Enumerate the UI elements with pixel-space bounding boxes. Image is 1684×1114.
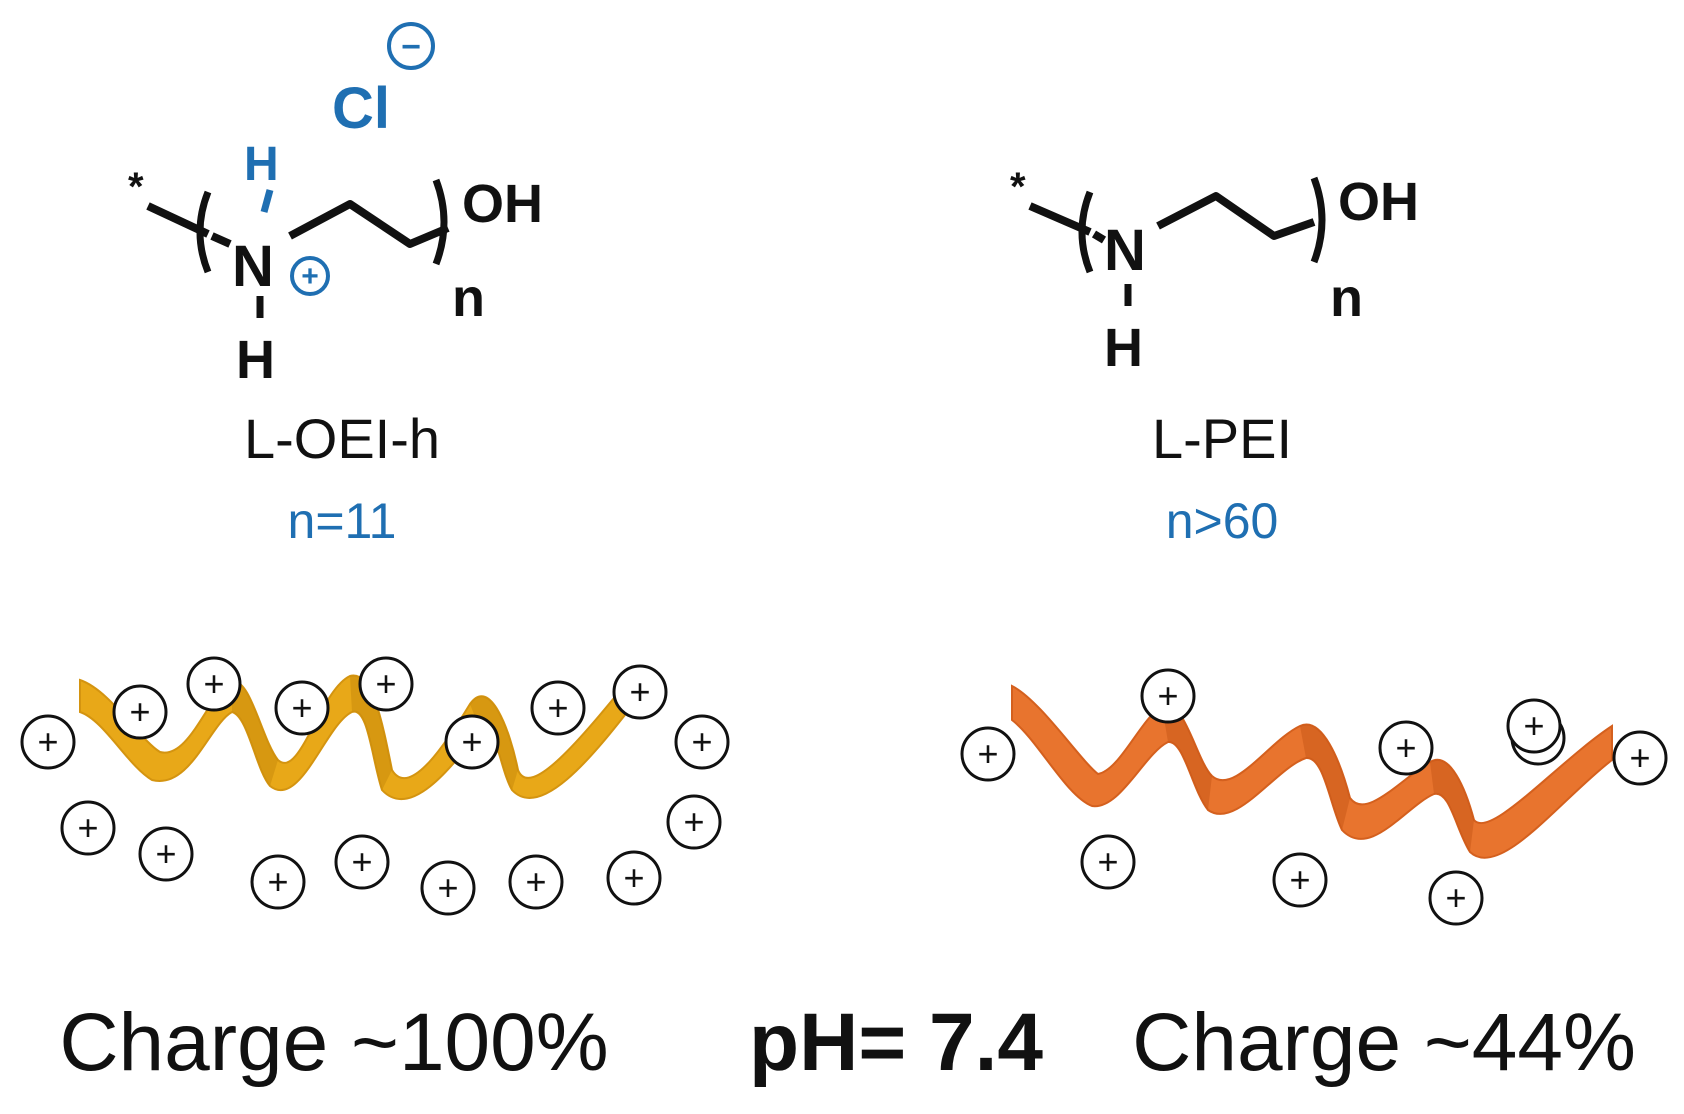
left-charge-plus: +: [267, 861, 288, 902]
right-charge-symbols: +++++++++: [960, 668, 1668, 926]
left-n-value: n=11: [288, 493, 397, 549]
right-bracket-close: [1310, 176, 1326, 264]
left-ammonium-plus-circle: [290, 256, 330, 296]
right-charge-circle: [1428, 870, 1484, 926]
left-n-atom: N: [232, 234, 274, 299]
left-charge-plus: +: [203, 663, 224, 704]
right-charge-plus: +: [1395, 727, 1416, 768]
right-charge-circle: [1506, 698, 1562, 754]
left-bracket-open: [196, 190, 212, 274]
right-charge-circle: [1378, 720, 1434, 776]
left-charge-plus: +: [683, 801, 704, 842]
left-charge-circle: [186, 656, 242, 712]
left-charge-plus: +: [461, 721, 482, 762]
right-n-value: n>60: [1166, 493, 1279, 549]
left-ammonium-plus: +: [301, 260, 319, 293]
left-charge-plus: +: [629, 671, 650, 712]
left-bond-n-h-top: [260, 189, 274, 213]
right-polymer-name: L-PEI: [1152, 407, 1292, 470]
left-charge-circle: [674, 714, 730, 770]
left-charge-circle: [20, 714, 76, 770]
right-helix-shade: [1162, 704, 1474, 852]
left-charge-plus: +: [547, 687, 568, 728]
right-charge-plus: +: [977, 733, 998, 774]
left-charge-circle: [606, 850, 662, 906]
right-bond-star-n: [1091, 230, 1107, 244]
right-charge-plus: +: [1445, 877, 1466, 918]
left-structure: * N H H + Cl − n OH: [128, 22, 543, 390]
left-polymer-name: L-OEI-h: [244, 407, 440, 470]
left-chloride: Cl: [332, 76, 390, 141]
left-charge-plus: +: [77, 807, 98, 848]
right-charge-label: Charge ~44%: [1132, 997, 1636, 1088]
right-charge-plus: +: [1629, 737, 1650, 778]
right-charge-plus: +: [1097, 841, 1118, 882]
right-charge-plus: +: [1523, 705, 1544, 746]
right-n-atom: N: [1104, 218, 1146, 283]
left-charge-circle: [358, 656, 414, 712]
left-charge-circle: [530, 680, 586, 736]
left-h-top: H: [244, 138, 279, 191]
left-bracket-close: [432, 178, 448, 266]
right-structure: * N H n OH: [1010, 165, 1419, 378]
left-charge-symbols: + + + + + + + + + + + + + + + + +: [20, 656, 730, 916]
left-charge-plus: +: [37, 721, 58, 762]
left-chloride-minus-circle: [387, 22, 435, 70]
left-chloride-minus: −: [401, 28, 421, 66]
left-charge-circle: [508, 854, 564, 910]
left-charge-plus: +: [155, 833, 176, 874]
left-charge-circle: [334, 834, 390, 890]
right-charge-circle: [1272, 852, 1328, 908]
left-charge-circle: [112, 684, 168, 740]
left-charge-plus: +: [375, 663, 396, 704]
left-charge-circle: [666, 794, 722, 850]
left-charge-circle: [612, 664, 668, 720]
left-charge-circle: [60, 800, 116, 856]
right-oh: OH: [1338, 172, 1419, 232]
right-charge-circle: [960, 726, 1016, 782]
right-subscript-n: n: [1330, 268, 1363, 328]
left-charge-circle: [420, 860, 476, 916]
left-charge-plus: +: [291, 687, 312, 728]
right-bracket-open: [1078, 190, 1094, 274]
left-charge-circle: [444, 714, 500, 770]
right-star: *: [1010, 165, 1026, 209]
left-subscript-n: n: [452, 268, 485, 328]
left-charge-plus: +: [691, 721, 712, 762]
right-helix: [1011, 684, 1613, 859]
left-charge-plus: +: [437, 867, 458, 908]
left-bond-star-n: [210, 232, 232, 248]
right-charge-plus: +: [1157, 675, 1178, 716]
right-h-bottom: H: [1104, 318, 1143, 378]
right-charge-circle: [1080, 834, 1136, 890]
left-charge-circle: [250, 854, 306, 910]
right-charge-circle: [1612, 730, 1668, 786]
left-charge-plus: +: [351, 841, 372, 882]
left-star: *: [128, 165, 144, 209]
left-charge-circle: [138, 826, 194, 882]
right-charge-plus: +: [1289, 859, 1310, 900]
left-charge-plus: +: [623, 857, 644, 898]
left-charge-plus: +: [525, 861, 546, 902]
left-charge-circle: [274, 680, 330, 736]
left-h-bottom: H: [236, 330, 275, 390]
right-backbone: [1156, 192, 1316, 240]
left-charge-plus: +: [129, 691, 150, 732]
left-backbone: [288, 200, 450, 248]
left-charge-label: Charge ~100%: [59, 997, 608, 1088]
ph-label: pH= 7.4: [749, 997, 1043, 1088]
left-helix-shade: [232, 675, 518, 790]
right-charge-circle: [1140, 668, 1196, 724]
left-oh: OH: [462, 174, 543, 234]
